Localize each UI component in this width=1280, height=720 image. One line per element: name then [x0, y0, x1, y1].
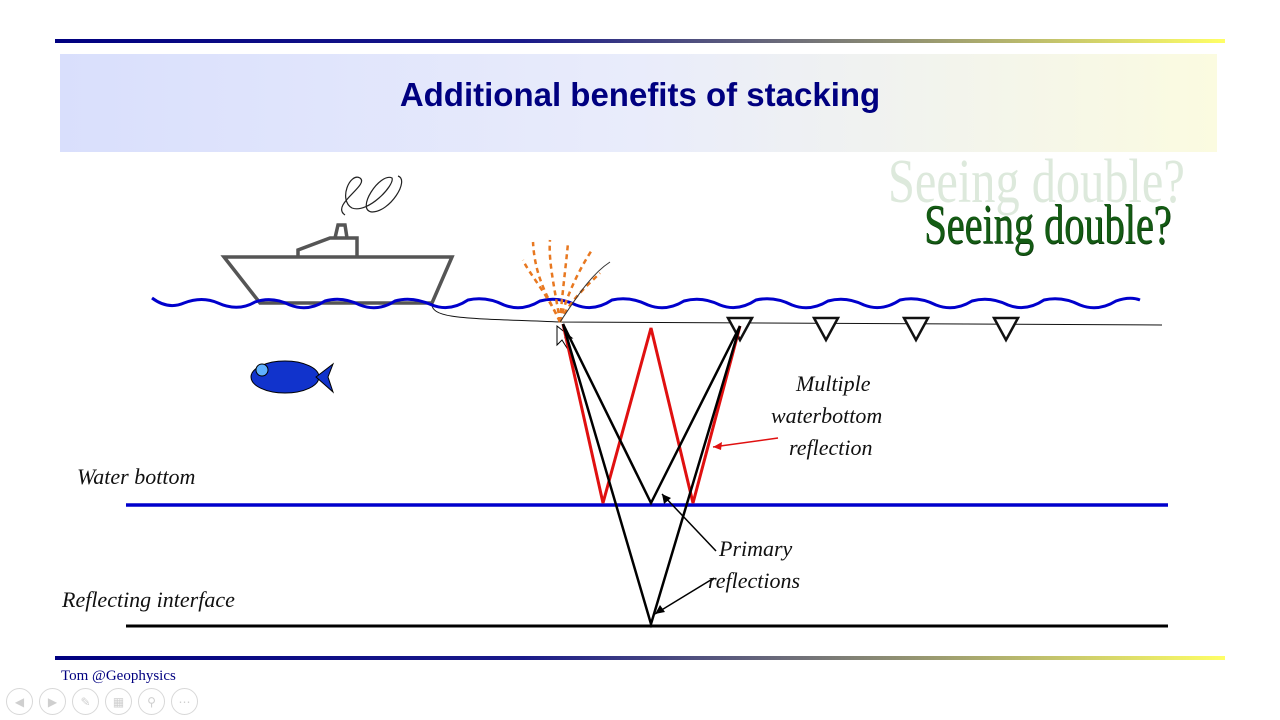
primary-arrow-2: [654, 577, 715, 615]
primary-ray-waterbottom: [561, 323, 742, 506]
multiple-ray-path: [561, 323, 742, 504]
sea-surface-icon: [151, 296, 1141, 310]
source-marker: [559, 261, 611, 323]
zoom-icon[interactable]: ⚲: [138, 688, 165, 715]
slide-title: Additional benefits of stacking: [399, 76, 881, 113]
seeing-double-ghost-text: Seeing double?: [888, 148, 1185, 216]
bottom-divider: [55, 656, 1225, 660]
fish-icon: [250, 360, 335, 394]
multiple-arrow: [712, 437, 779, 448]
multiple-label-line3: reflection: [789, 435, 873, 460]
pen-icon[interactable]: ✎: [72, 688, 99, 715]
slide-footer: Tom @Geophysics: [61, 668, 176, 684]
prev-icon[interactable]: ◀: [6, 688, 33, 715]
primary-arrow-1: [661, 493, 717, 552]
primary-ray-interface: [561, 323, 742, 629]
reflecting-interface-label: Reflecting interface: [62, 587, 235, 612]
primary-label-line1: Primary: [719, 536, 793, 561]
slideshow-nav-bar: ◀ ▶ ✎ ▦ ⚲ ⋯: [6, 688, 198, 715]
ship-icon: [220, 223, 455, 305]
seeing-double-text: Seeing double?: [924, 194, 1172, 256]
airgun-burst-icon: [521, 239, 601, 323]
hydrophone-triangle-icon: [725, 316, 1021, 343]
multiple-label-line1: Multiple: [796, 371, 871, 396]
smoke-icon: [341, 175, 403, 216]
primary-label-line2: reflections: [708, 568, 801, 593]
multiple-label-line2: waterbottom: [771, 403, 883, 428]
slides-icon[interactable]: ▦: [105, 688, 132, 715]
next-icon[interactable]: ▶: [39, 688, 66, 715]
water-bottom-label: Water bottom: [77, 464, 196, 489]
more-icon[interactable]: ⋯: [171, 688, 198, 715]
streamer-cable: [431, 302, 1163, 326]
title-band: [60, 54, 1217, 152]
top-divider: [55, 39, 1225, 43]
